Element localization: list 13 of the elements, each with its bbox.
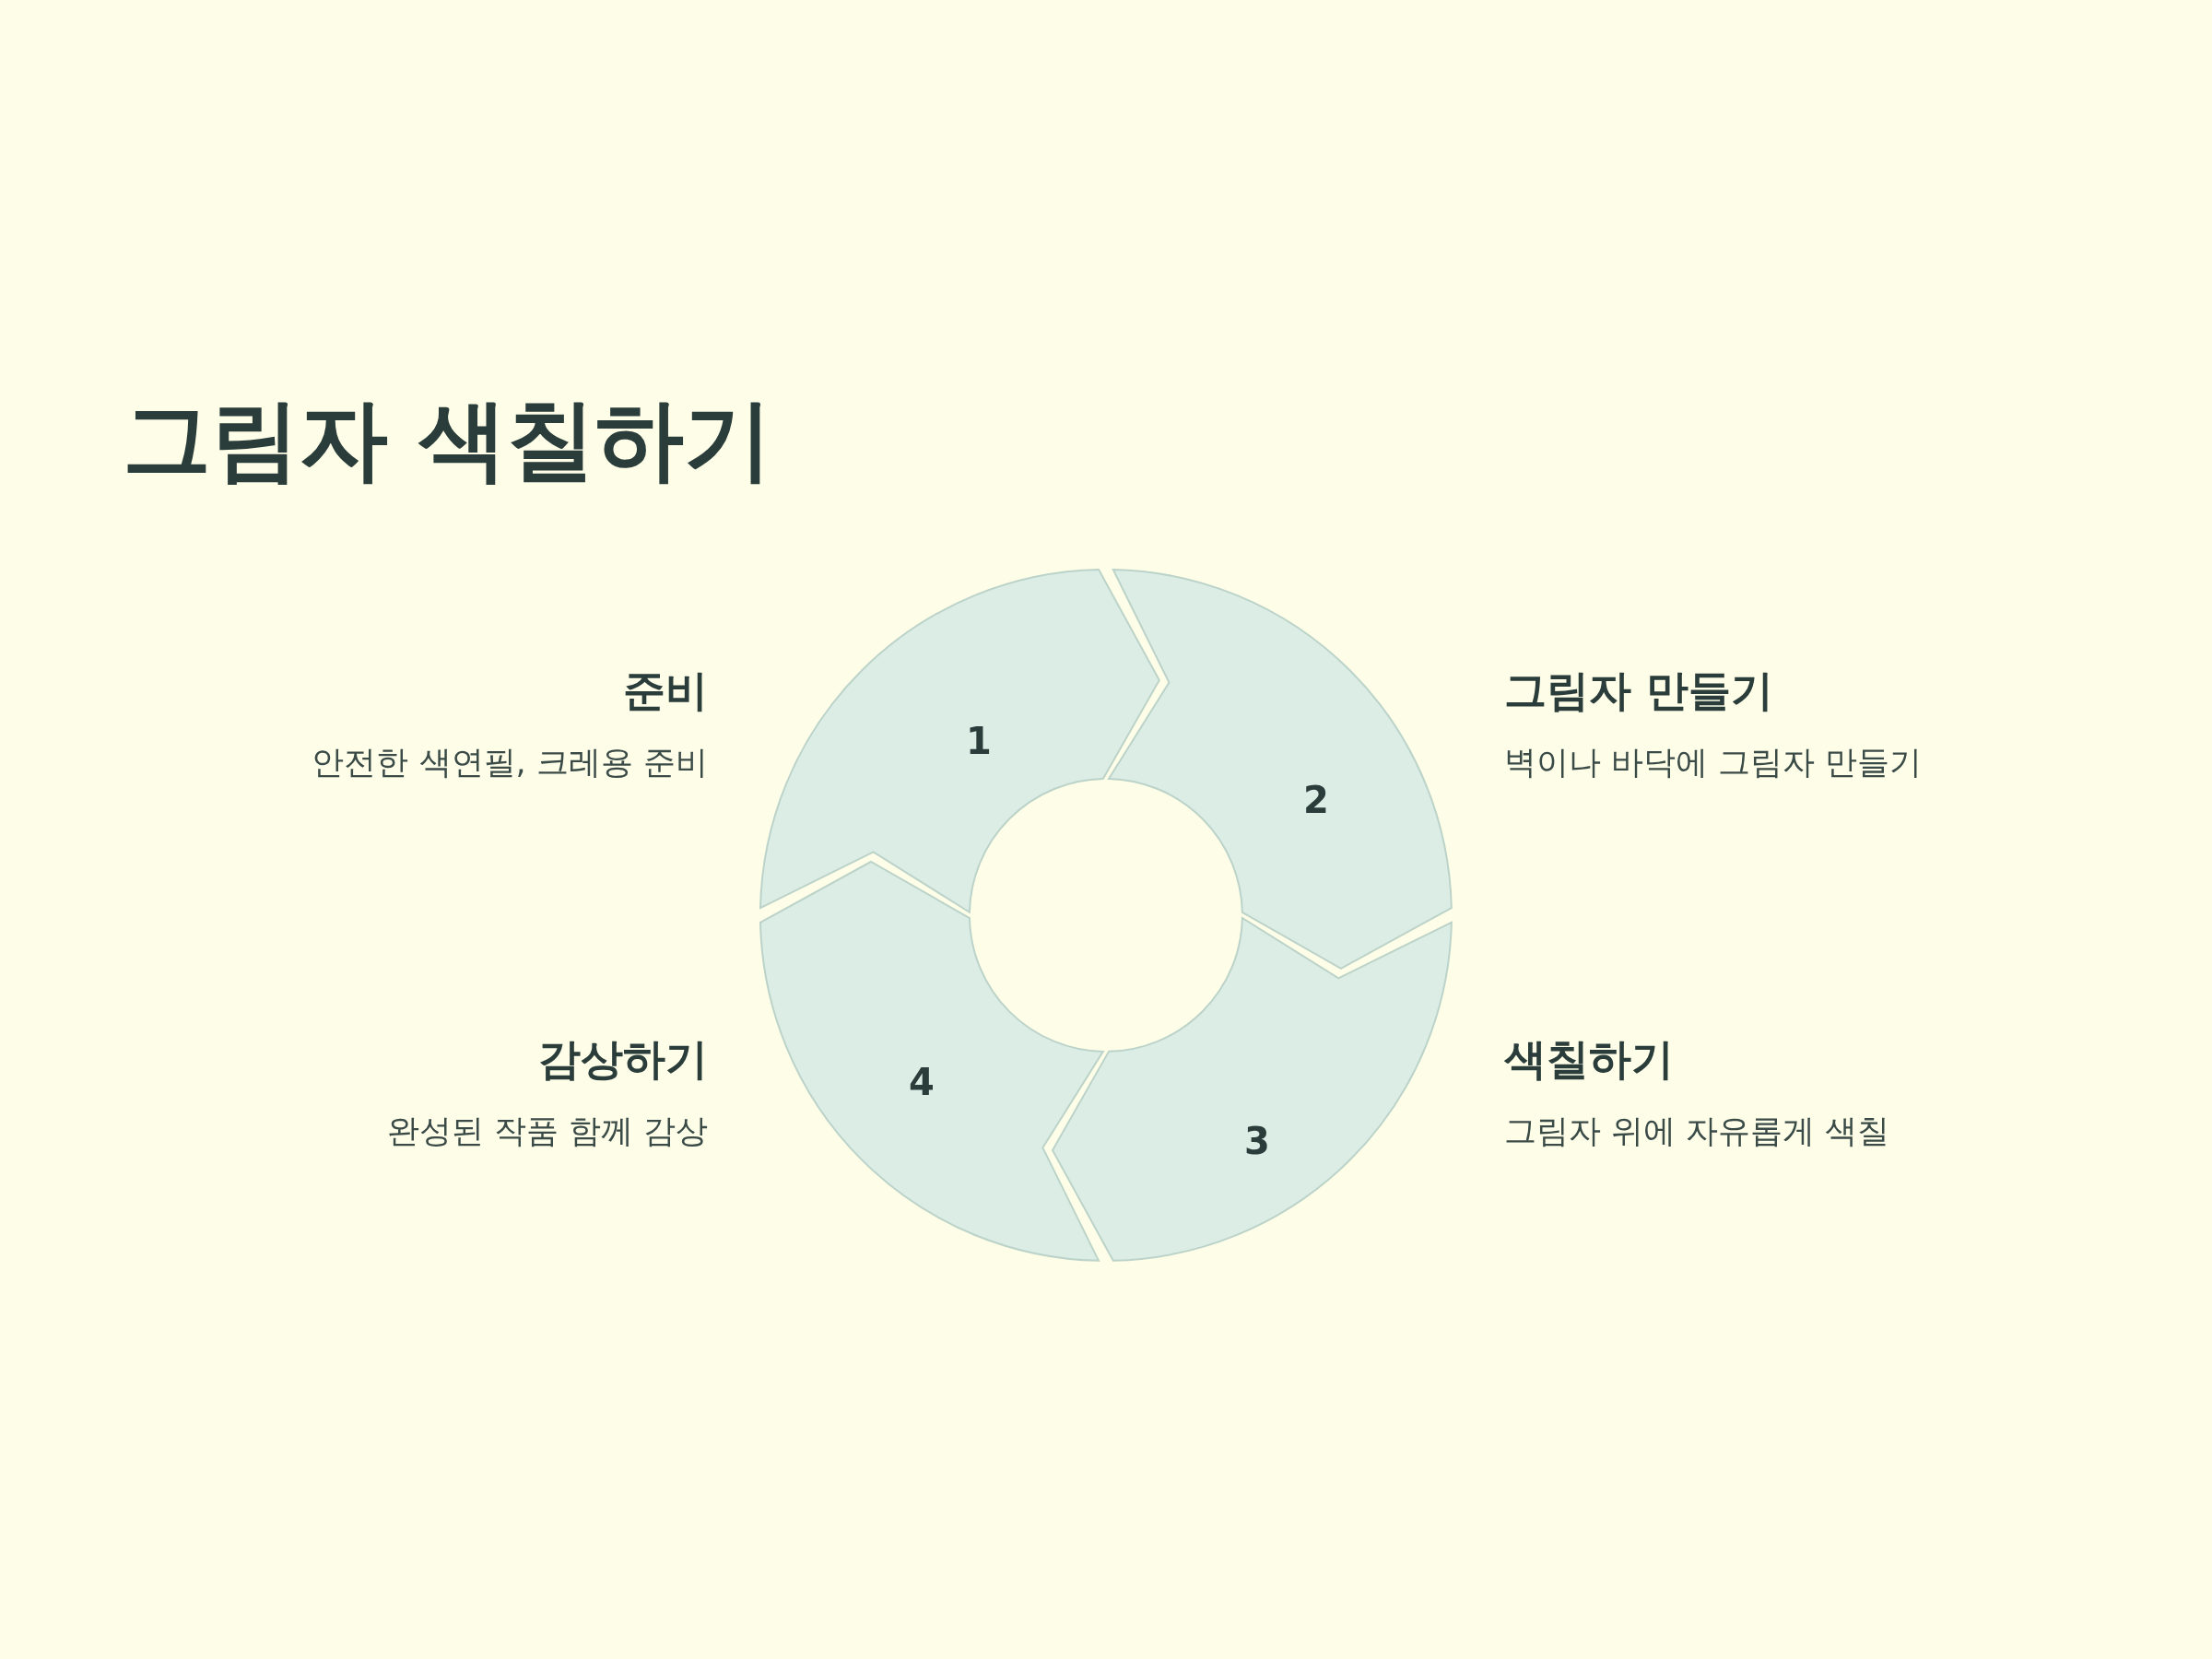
step-description: 벽이나 바닥에 그림자 만들기 — [1504, 743, 1923, 782]
title: 그림자 색칠하기 — [123, 387, 773, 493]
step-number: 3 — [1244, 1123, 1270, 1159]
step-description: 그림자 위에 자유롭게 색칠 — [1504, 1112, 1890, 1150]
step-number: 1 — [966, 723, 992, 759]
step-heading: 그림자 만들기 — [1504, 665, 1773, 717]
step-number: 2 — [1303, 782, 1329, 818]
step-heading: 감상하기 — [538, 1034, 708, 1086]
step-number: 4 — [909, 1064, 935, 1100]
step-description: 안전한 색연필, 크레용 준비 — [312, 743, 708, 782]
step-heading: 준비 — [623, 665, 708, 717]
step-description: 완성된 작품 함께 감상 — [386, 1112, 708, 1150]
step-heading: 색칠하기 — [1504, 1034, 1674, 1086]
